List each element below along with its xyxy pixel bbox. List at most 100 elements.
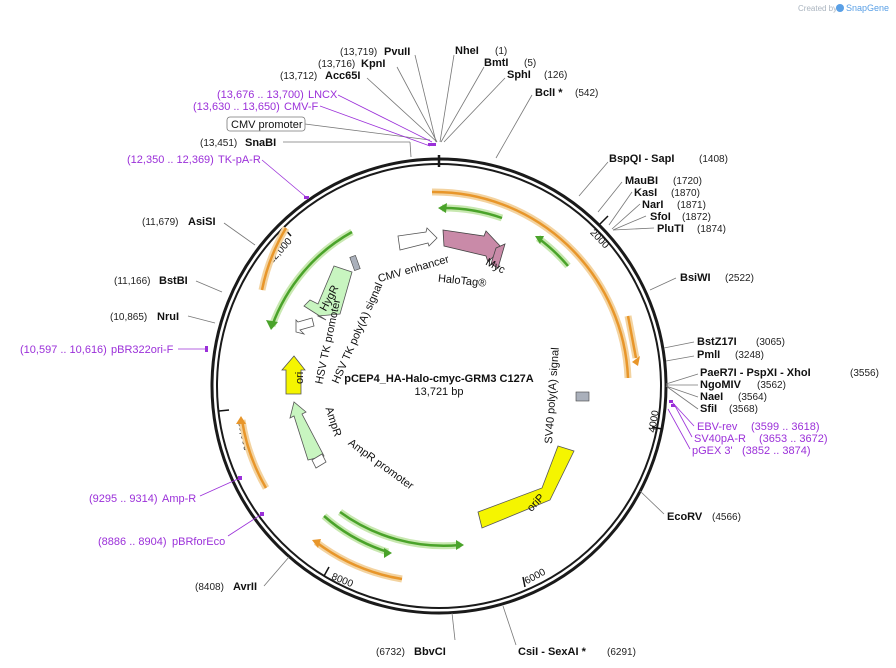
enzyme-name-asisi: AsiSI: [188, 216, 216, 228]
enzyme-name-nari: NarI: [642, 199, 663, 211]
enzyme-pos-bmti: (5): [524, 58, 536, 69]
enzyme-pos-bsiwi: (2522): [725, 273, 754, 284]
primer-mark-pbrfor: [260, 512, 264, 516]
enzyme-pos-avrii: (8408): [195, 582, 224, 593]
primer-labels: (13,676 .. 13,700) LNCX (13,630 .. 13,65…: [20, 89, 828, 548]
leader-paer7i: [665, 373, 699, 385]
leader-acc65i: [366, 77, 438, 143]
primer-name-lncx: LNCX: [308, 89, 338, 101]
leader-csii: [502, 605, 517, 646]
leader-pvuii: [414, 54, 437, 143]
primer-name-pgex3: pGEX 3': [692, 445, 733, 457]
tick-label-4000: 4000: [647, 409, 662, 433]
orf-arrowhead-green-1: [438, 203, 447, 213]
primer-name-cmvf: CMV-F: [284, 101, 319, 113]
orf-arc-bottom-green-1: [323, 515, 389, 554]
tick-label-2000: 2000: [587, 227, 611, 251]
enzyme-pos-nari: (1871): [677, 200, 706, 211]
enzyme-pos-paer7i: (3556): [850, 368, 879, 379]
orf-arrowhead-bottom-green-2: [456, 540, 464, 550]
enzyme-leaders: [187, 54, 699, 646]
leader-ebvrev: [671, 401, 695, 427]
orf-arrowhead-bottom-orange: [312, 539, 321, 548]
leader-nhei: [439, 54, 455, 143]
enzyme-name-kpni: KpnI: [361, 58, 385, 70]
primer-name-pbrfor: pBRforEco: [172, 536, 225, 548]
leader-kasi: [608, 191, 633, 226]
enzyme-pos-bbvci: (6732): [376, 647, 405, 658]
ori-label: ori: [294, 372, 306, 384]
enzyme-name-nrui: NruI: [157, 311, 179, 323]
primer-range-ampr: (9295 .. 9314): [89, 493, 158, 505]
enzyme-name-bcli: BclI *: [535, 87, 563, 99]
sv40-polya-label: SV40 poly(A) signal: [543, 347, 562, 444]
ampr-label: AmpR: [322, 405, 343, 438]
enzyme-pos-kasi: (1870): [671, 188, 700, 199]
primer-mark-ampr: [238, 476, 242, 480]
orf-arc-bottom-orange: [315, 541, 403, 581]
enzyme-name-ecorv: EcoRV: [667, 511, 703, 523]
orf-arrowhead-left-bottom: [236, 416, 246, 424]
primer-leaders: [178, 94, 695, 537]
enzyme-pos-csii: (6291): [607, 647, 636, 658]
leader-bstz17i: [663, 341, 695, 349]
enzyme-pos-sfii: (3568): [729, 404, 758, 415]
enzyme-name-pmli: PmlI: [697, 349, 720, 361]
leader-nari: [611, 203, 641, 230]
orf-arrowhead-green-2: [535, 236, 544, 244]
enzyme-labels: (13,719) PvuII (13,716) KpnI (13,712) Ac…: [110, 45, 879, 658]
leader-avrii: [263, 556, 290, 587]
leader-cmvf: [319, 105, 431, 147]
cmv-promoter-label: CMV promoter: [231, 119, 303, 131]
myc-label: Myc: [484, 256, 508, 276]
primer-mark-ebvrev: [669, 400, 673, 403]
enzyme-pos-sfoi: (1872): [682, 212, 711, 223]
enzyme-name-kasi: KasI: [634, 187, 657, 199]
leader-kpni: [396, 66, 438, 143]
enzyme-pos-plui: (1874): [697, 224, 726, 235]
enzyme-name-bstbi: BstBI: [159, 275, 188, 287]
watermark: Created by SnapGene: [798, 3, 889, 13]
leader-lncx: [337, 94, 433, 143]
primer-range-sv40par: (3653 .. 3672): [759, 433, 828, 445]
orip-arc: [477, 445, 575, 529]
enzyme-name-plui: PluTI: [657, 223, 684, 235]
hygr-arrow: [303, 265, 353, 321]
primer-name-pbr322: pBR322ori-F: [111, 344, 174, 356]
cmv-enhancer-arrow: [397, 227, 438, 251]
leader-bsiwi: [649, 277, 677, 291]
tick-label-6000: 6000: [523, 567, 548, 587]
leader-pbrfor: [227, 513, 263, 537]
enzyme-name-bsiwi: BsiWI: [680, 272, 711, 284]
leader-naei: [665, 385, 699, 398]
halotag-label: HaloTag®: [437, 273, 486, 290]
orf-arrowhead-hygr: [266, 320, 278, 330]
leader-tkpar: [261, 159, 307, 198]
leader-maubi: [597, 181, 623, 213]
enzyme-name-avrii: AvrII: [233, 581, 257, 593]
hsv-tk-promoter-arrow: [295, 317, 315, 335]
enzyme-pos-bstz17i: (3065): [756, 337, 785, 348]
enzyme-pos-kpni: (13,716): [318, 59, 355, 70]
primer-range-pbrfor: (8886 .. 8904): [98, 536, 167, 548]
primer-range-ebvrev: (3599 .. 3618): [751, 421, 820, 433]
cmv-promoter-leader: [304, 123, 431, 141]
leader-pgex3: [667, 408, 691, 450]
enzyme-name-bmti: BmtI: [484, 57, 508, 69]
enzyme-name-sphi: SphI: [507, 69, 531, 81]
primer-range-pgex3: (3852 .. 3874): [742, 445, 811, 457]
ampr-promoter-box: [311, 453, 327, 469]
enzyme-name-bbvci: BbvCI: [414, 646, 446, 658]
plasmid-length: 13,721 bp: [415, 386, 464, 398]
orf-arc-left-top: [260, 227, 288, 291]
enzyme-pos-bcli: (542): [575, 88, 598, 99]
enzyme-name-pvuii: PvuII: [384, 46, 410, 58]
primer-range-lncx: (13,676 .. 13,700): [217, 89, 304, 101]
enzyme-pos-naei: (3564): [738, 392, 767, 403]
plasmid-name: pCEP4_HA-Halo-cmyc-GRM3 C127A: [344, 373, 534, 385]
orf-arc-left-bottom-glow: [238, 419, 270, 490]
center-title: pCEP4_HA-Halo-cmyc-GRM3 C127A 13,721 bp: [344, 373, 534, 398]
enzyme-pos-pvuii: (13,719): [340, 47, 377, 58]
enzyme-name-snabi: SnaBI: [245, 137, 276, 149]
